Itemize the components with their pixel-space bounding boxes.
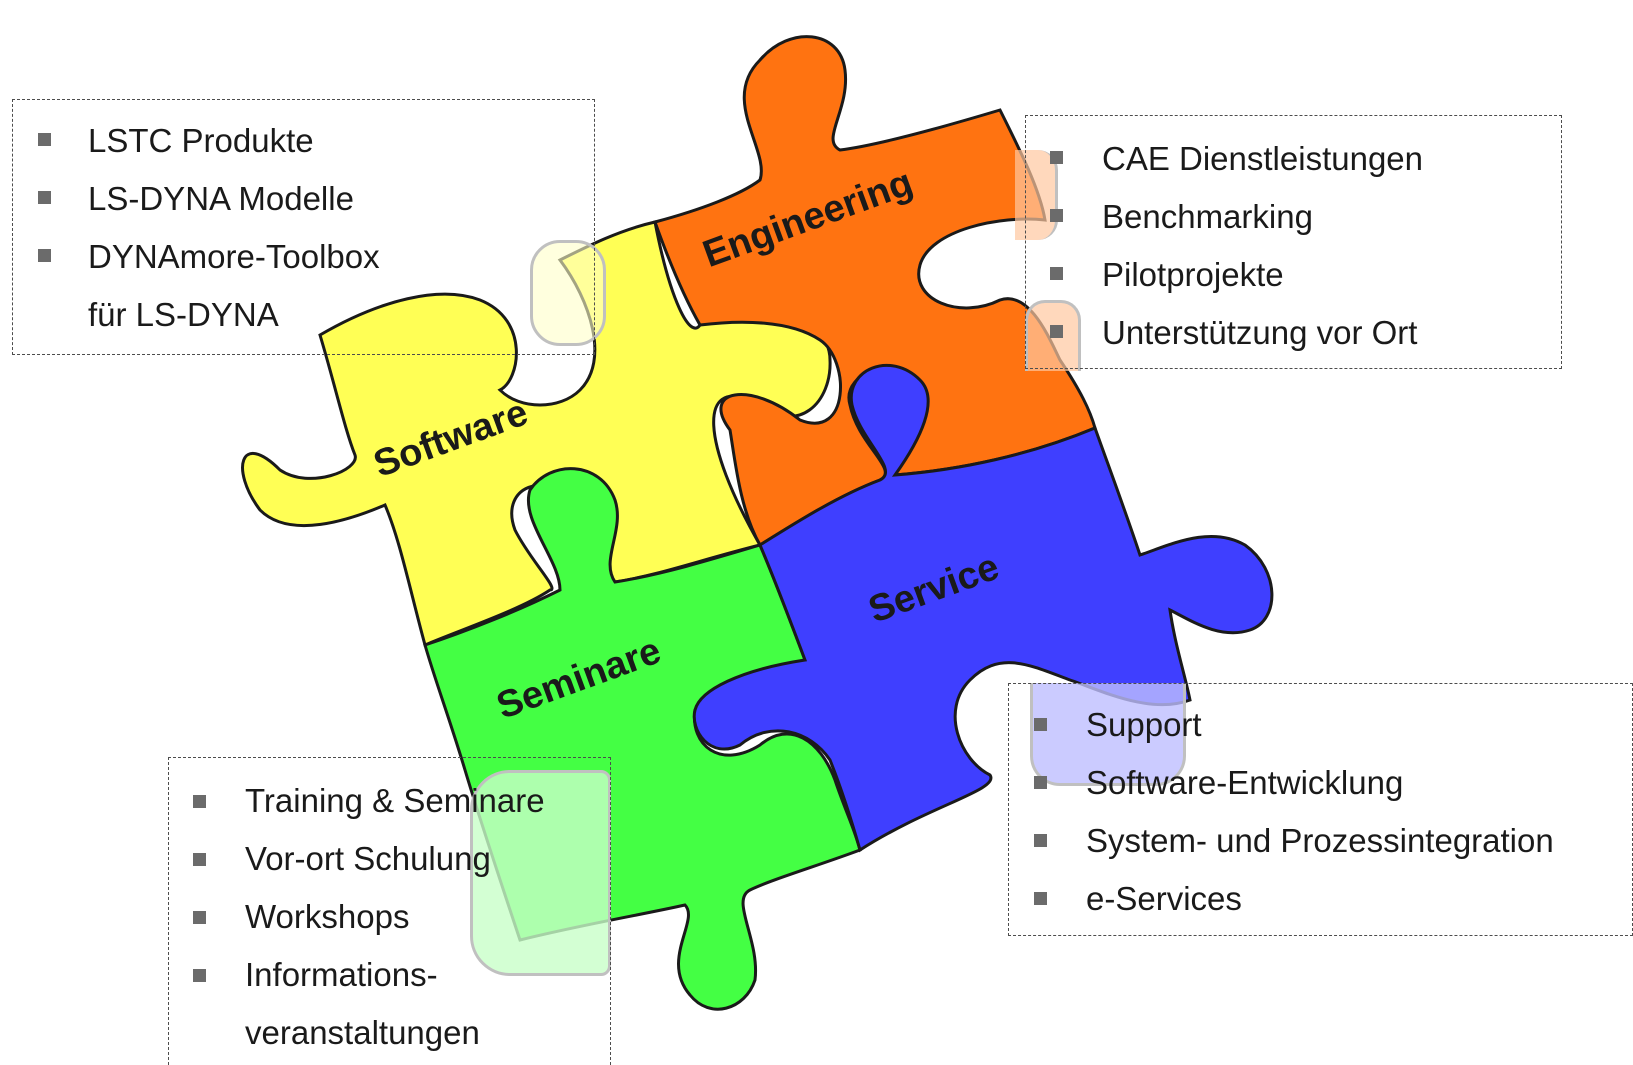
engineering-item: Pilotprojekte bbox=[1102, 256, 1284, 293]
service-piece bbox=[692, 363, 1274, 853]
service-item: System- und Prozessintegration bbox=[1086, 822, 1554, 859]
engineering-item: CAE Dienstleistungen bbox=[1102, 140, 1424, 177]
bullet-icon bbox=[193, 911, 206, 924]
bullet-icon bbox=[38, 249, 51, 262]
engineering-item: Unterstützung vor Ort bbox=[1102, 314, 1418, 351]
seminare-piece-ghost bbox=[470, 770, 611, 976]
engineering-piece-ghost-top bbox=[1015, 150, 1058, 240]
seminare-item: Informations- bbox=[245, 956, 438, 993]
bullet-icon bbox=[1034, 892, 1047, 905]
bullet-icon bbox=[193, 853, 206, 866]
bullet-icon bbox=[193, 969, 206, 982]
software-item: DYNAmore-Toolbox bbox=[88, 238, 380, 275]
software-item-continuation: für LS-DYNA bbox=[88, 296, 279, 333]
bullet-icon bbox=[1034, 718, 1047, 731]
service-item: e-Services bbox=[1086, 880, 1242, 917]
engineering-box bbox=[1025, 115, 1562, 369]
seminare-item: Vor-ort Schulung bbox=[245, 840, 491, 877]
seminare-item: Training & Seminare bbox=[245, 782, 545, 819]
bullet-icon bbox=[1050, 151, 1063, 164]
service-item: Support bbox=[1086, 706, 1202, 743]
bullet-icon bbox=[1050, 209, 1063, 222]
bullet-icon bbox=[38, 133, 51, 146]
bullet-icon bbox=[38, 191, 51, 204]
bullet-icon bbox=[1034, 834, 1047, 847]
bullet-icon bbox=[193, 795, 206, 808]
software-item: LS-DYNA Modelle bbox=[88, 180, 354, 217]
seminare-item-continuation: veranstaltungen bbox=[245, 1014, 480, 1051]
software-item: LSTC Produkte bbox=[88, 122, 314, 159]
seminare-box bbox=[168, 757, 611, 1065]
service-piece-ghost bbox=[1030, 683, 1186, 786]
service-item: Software-Entwicklung bbox=[1086, 764, 1404, 801]
bullet-icon bbox=[1050, 325, 1063, 338]
software-piece-ghost bbox=[530, 240, 606, 346]
engineering-item: Benchmarking bbox=[1102, 198, 1313, 235]
software-box bbox=[12, 99, 595, 355]
bullet-icon bbox=[1050, 267, 1063, 280]
bullet-icon bbox=[1034, 776, 1047, 789]
seminare-item: Workshops bbox=[245, 898, 410, 935]
